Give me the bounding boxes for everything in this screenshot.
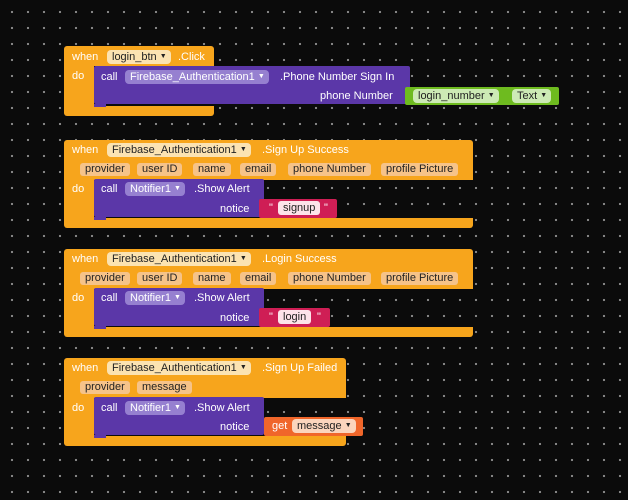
chevron-down-icon: ▼ xyxy=(239,364,247,371)
do-keyword: do xyxy=(72,70,85,82)
call-notch xyxy=(94,104,106,107)
call-component-dropdown[interactable]: Firebase_Authentication1▼ xyxy=(125,70,269,84)
chevron-down-icon: ▼ xyxy=(159,53,167,60)
call-component-dropdown[interactable]: Notifier1▼ xyxy=(125,182,185,196)
do-keyword: do xyxy=(72,292,85,304)
event-name: .Sign Up Failed xyxy=(262,362,338,374)
component-name: Firebase_Authentication1 xyxy=(112,144,237,156)
chevron-down-icon: ▼ xyxy=(239,255,247,262)
method-name: .Show Alert xyxy=(194,402,250,414)
component-name: Firebase_Authentication1 xyxy=(112,362,237,374)
param-provider[interactable]: provider xyxy=(80,272,130,285)
param-message[interactable]: message xyxy=(137,381,192,394)
property-name: Text xyxy=(517,90,538,102)
quote-close-icon: " xyxy=(317,311,321,323)
param-email[interactable]: email xyxy=(240,272,277,285)
param-user-id[interactable]: user ID xyxy=(137,163,183,176)
param-provider[interactable]: provider xyxy=(80,381,130,394)
arg-label: notice xyxy=(220,312,250,324)
chevron-down-icon: ▼ xyxy=(540,92,548,99)
method-name: .Show Alert xyxy=(194,292,250,304)
param-profile-picture[interactable]: profile Picture xyxy=(381,163,459,176)
quote-open-icon: " xyxy=(269,311,273,323)
call-component-name: Notifier1 xyxy=(130,292,171,304)
component-name: login_btn xyxy=(112,51,157,63)
property-name-dropdown[interactable]: Text▼ xyxy=(512,89,552,103)
param-name[interactable]: name xyxy=(193,163,231,176)
component-name: Firebase_Authentication1 xyxy=(112,253,237,265)
do-keyword: do xyxy=(72,402,85,414)
call-component-name: Notifier1 xyxy=(130,402,171,414)
arg-label: notice xyxy=(220,203,250,215)
chevron-down-icon: ▼ xyxy=(344,422,352,429)
get-keyword: get xyxy=(272,420,288,432)
when-keyword: when xyxy=(72,144,99,156)
property-component-name: login_number xyxy=(418,90,485,102)
call-keyword: call xyxy=(101,402,118,414)
quote-close-icon: " xyxy=(324,202,328,214)
component-dropdown[interactable]: login_btn▼ xyxy=(107,50,171,64)
property-component-dropdown[interactable]: login_number▼ xyxy=(413,89,499,103)
when-keyword: when xyxy=(72,253,99,265)
chevron-down-icon: ▼ xyxy=(239,146,247,153)
call-component-name: Notifier1 xyxy=(130,183,171,195)
event-do-gutter xyxy=(64,180,94,218)
param-phone-number[interactable]: phone Number xyxy=(288,163,371,176)
param-provider[interactable]: provider xyxy=(80,163,130,176)
param-user-id[interactable]: user ID xyxy=(137,272,183,285)
when-keyword: when xyxy=(72,362,99,374)
chevron-down-icon: ▼ xyxy=(257,73,265,80)
string-value[interactable]: signup xyxy=(278,201,321,215)
component-dropdown[interactable]: Firebase_Authentication1▼ xyxy=(107,143,251,157)
chevron-down-icon: ▼ xyxy=(487,92,495,99)
call-notch xyxy=(94,435,106,438)
param-name[interactable]: name xyxy=(193,272,231,285)
event-do-gutter xyxy=(64,66,94,106)
event-footer xyxy=(64,218,473,228)
call-keyword: call xyxy=(101,292,118,304)
event-name: .Click xyxy=(178,51,205,63)
variable-dropdown[interactable]: message▼ xyxy=(292,419,356,433)
do-keyword: do xyxy=(72,183,85,195)
call-notch xyxy=(94,217,106,220)
component-dropdown[interactable]: Firebase_Authentication1▼ xyxy=(107,252,251,266)
call-component-dropdown[interactable]: Notifier1▼ xyxy=(125,291,185,305)
method-name: .Phone Number Sign In xyxy=(280,71,395,83)
event-do-gutter xyxy=(64,398,94,436)
event-name: .Sign Up Success xyxy=(262,144,349,156)
event-do-gutter xyxy=(64,289,94,327)
call-keyword: call xyxy=(101,183,118,195)
method-name: .Show Alert xyxy=(194,183,250,195)
quote-open-icon: " xyxy=(269,202,273,214)
chevron-down-icon: ▼ xyxy=(174,404,181,411)
chevron-down-icon: ▼ xyxy=(174,294,181,301)
call-component-name: Firebase_Authentication1 xyxy=(130,71,255,83)
event-name: .Login Success xyxy=(262,253,337,265)
param-email[interactable]: email xyxy=(240,163,277,176)
param-phone-number[interactable]: phone Number xyxy=(288,272,371,285)
when-keyword: when xyxy=(72,51,99,63)
arg-label: notice xyxy=(220,421,250,433)
variable-name: message xyxy=(297,420,342,432)
chevron-down-icon: ▼ xyxy=(174,185,181,192)
event-footer xyxy=(64,436,346,446)
arg-label: phone Number xyxy=(320,90,393,102)
param-profile-picture[interactable]: profile Picture xyxy=(381,272,459,285)
call-notch xyxy=(94,326,106,329)
call-component-dropdown[interactable]: Notifier1▼ xyxy=(125,401,185,415)
event-footer xyxy=(64,106,214,116)
component-dropdown[interactable]: Firebase_Authentication1▼ xyxy=(107,361,251,375)
event-footer xyxy=(64,327,473,337)
string-value[interactable]: login xyxy=(278,310,312,324)
call-keyword: call xyxy=(101,71,118,83)
